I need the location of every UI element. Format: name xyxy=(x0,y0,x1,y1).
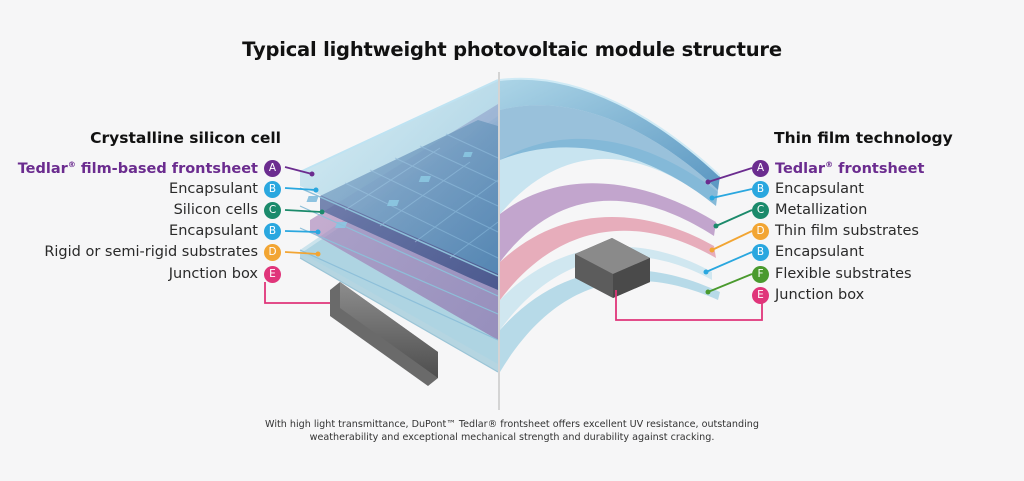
right-label-text: Encapsulant xyxy=(775,181,864,197)
right-label-text: Thin film substrates xyxy=(775,223,919,239)
left-label-text: Tedlar® film-based frontsheet xyxy=(17,159,258,177)
left-label-text: Silicon cells xyxy=(173,202,258,218)
right-badge-b: B xyxy=(752,180,769,198)
right-label-text: Metallization xyxy=(775,202,868,218)
left-label-text: Junction box xyxy=(168,266,258,282)
right-badge-c: C xyxy=(752,201,769,219)
right-label-d: D Thin film substrates xyxy=(752,221,919,241)
right-label-f: F Flexible substrates xyxy=(752,264,912,284)
left-badge-a: A xyxy=(264,159,281,177)
left-badge-c: C xyxy=(264,201,281,219)
right-badge-a: A xyxy=(752,159,769,177)
left-label-text: Encapsulant xyxy=(169,181,258,197)
right-label-e: E Junction box xyxy=(752,285,864,305)
left-badge-d: D xyxy=(264,243,281,261)
right-label-a: A Tedlar® frontsheet xyxy=(752,158,924,178)
left-leader-lines xyxy=(264,166,330,304)
left-label-e: Junction box E xyxy=(169,264,281,284)
left-section-title: Crystalline silicon cell xyxy=(90,129,281,147)
right-label-b: B Encapsulant xyxy=(752,179,864,199)
right-badge-e: E xyxy=(752,286,769,304)
left-label-c: Silicon cells C xyxy=(174,200,281,220)
right-badge-b2: B xyxy=(752,243,769,261)
right-label-text: Flexible substrates xyxy=(775,266,912,282)
right-label-b2: B Encapsulant xyxy=(752,242,864,262)
right-label-text: Encapsulant xyxy=(775,244,864,260)
right-section-title: Thin film technology xyxy=(774,129,953,147)
left-badge-b2: B xyxy=(264,222,281,240)
left-label-b2: Encapsulant B xyxy=(169,221,281,241)
left-label-a: Tedlar® film-based frontsheet A xyxy=(18,158,281,178)
right-badge-d: D xyxy=(752,222,769,240)
left-label-b: Encapsulant B xyxy=(169,179,281,199)
right-label-c: C Metallization xyxy=(752,200,867,220)
right-leader-lines xyxy=(615,167,763,321)
footnote-line-1: With high light transmittance, DuPont™ T… xyxy=(265,419,759,430)
right-badge-f: F xyxy=(752,265,769,283)
right-label-text: Junction box xyxy=(775,287,865,303)
footnote: With high light transmittance, DuPont™ T… xyxy=(200,419,824,444)
junction-box-right xyxy=(575,238,650,298)
left-label-text: Rigid or semi-rigid substrates xyxy=(44,244,258,260)
footnote-line-2: weatherability and exceptional mechanica… xyxy=(309,431,715,443)
left-badge-b: B xyxy=(264,180,281,198)
left-label-text: Encapsulant xyxy=(169,223,258,239)
page-title: Typical lightweight photovoltaic module … xyxy=(242,38,782,61)
junction-box-left xyxy=(330,282,438,386)
right-layer-stack xyxy=(499,77,721,372)
left-badge-e: E xyxy=(264,265,281,283)
left-layer-stack xyxy=(299,79,499,373)
left-label-d: Rigid or semi-rigid substrates D xyxy=(44,242,281,262)
right-label-text: Tedlar® frontsheet xyxy=(775,159,925,177)
